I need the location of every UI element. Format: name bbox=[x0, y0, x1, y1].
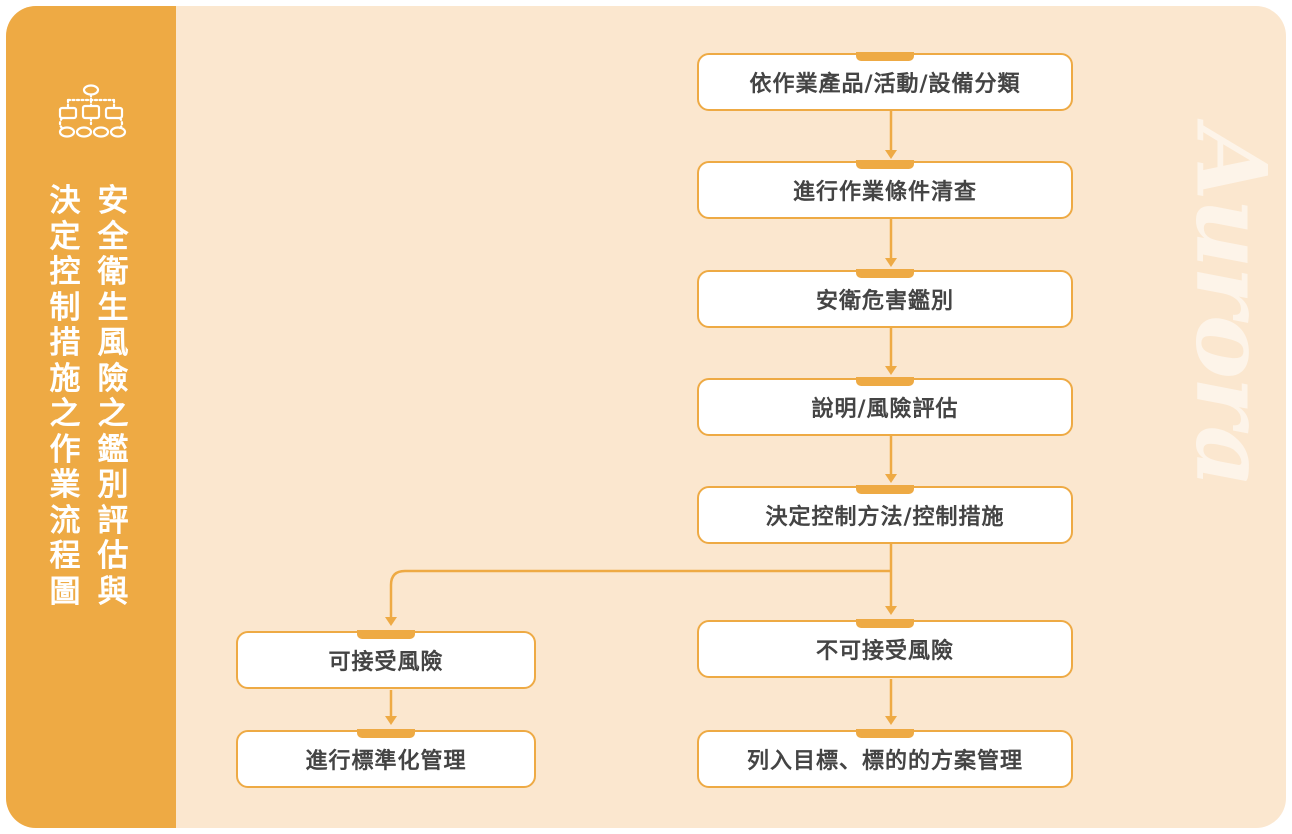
arrow-head bbox=[385, 716, 397, 725]
arrow-head bbox=[885, 366, 897, 375]
flow-step-label: 安衛危害鑑別 bbox=[815, 289, 954, 314]
flow-step-label: 依作業產品/活動/設備分類 bbox=[749, 72, 1021, 97]
arrow-head bbox=[385, 617, 397, 626]
arrow-head bbox=[885, 716, 897, 725]
arrow-head bbox=[885, 258, 897, 267]
box-tab bbox=[856, 52, 914, 61]
flow-step-label: 不可接受風險 bbox=[815, 639, 954, 664]
flow-step-3: 安衛危害鑑別 bbox=[697, 269, 1073, 328]
arrow-head bbox=[885, 606, 897, 615]
box-tab bbox=[357, 729, 415, 738]
flow-branch-1: 可接受風險 bbox=[236, 630, 536, 689]
flow-step-label: 說明/風險評估 bbox=[811, 397, 959, 422]
sidebar-title-column-1: 安全衛生風險之鑑別評估與 bbox=[97, 183, 129, 610]
flow-step-5: 決定控制方法/控制措施 bbox=[697, 485, 1073, 544]
flow-step-1: 依作業產品/活動/設備分類 bbox=[697, 52, 1073, 111]
box-tab bbox=[856, 269, 914, 278]
flow-step-4: 說明/風險評估 bbox=[697, 377, 1073, 436]
flow-branch-label: 進行標準化管理 bbox=[305, 749, 467, 774]
flow-step-2: 進行作業條件清查 bbox=[697, 160, 1073, 219]
flow-step-6: 不可接受風險 bbox=[697, 619, 1073, 678]
flow-branch-2: 進行標準化管理 bbox=[236, 729, 536, 788]
box-tab bbox=[357, 630, 415, 639]
box-tab bbox=[856, 619, 914, 628]
flow-step-label: 進行作業條件清查 bbox=[792, 180, 977, 205]
flow-step-label: 決定控制方法/控制措施 bbox=[765, 505, 1005, 530]
sidebar: 安全衛生風險之鑑別評估與 決定控制措施之作業流程圖 bbox=[6, 6, 176, 828]
box-tab bbox=[856, 160, 914, 169]
flow-branch-label: 可接受風險 bbox=[328, 650, 444, 675]
box-tab bbox=[856, 729, 914, 738]
org-chart-icon bbox=[58, 84, 127, 138]
box-tab bbox=[856, 377, 914, 386]
flow-step-label: 列入目標、標的的方案管理 bbox=[746, 749, 1023, 774]
box-tab bbox=[856, 485, 914, 494]
connector-5-branch bbox=[389, 569, 891, 617]
arrow-head bbox=[885, 150, 897, 159]
flow-step-7: 列入目標、標的的方案管理 bbox=[697, 729, 1073, 788]
sidebar-title-column-2: 決定控制措施之作業流程圖 bbox=[49, 183, 81, 610]
arrow-head bbox=[885, 474, 897, 483]
